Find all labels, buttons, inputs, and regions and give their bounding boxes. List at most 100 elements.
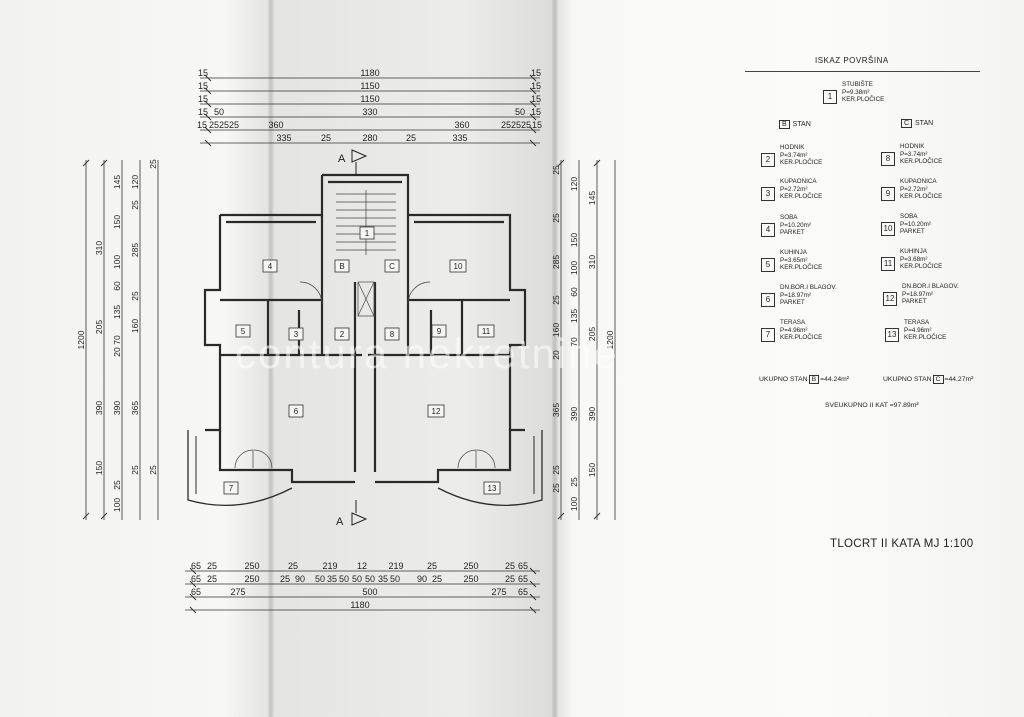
dim-text: 135 [569, 309, 579, 323]
dim-text: 150 [587, 463, 597, 477]
dim-text: 100 [112, 498, 122, 512]
dim-text: 250 [244, 574, 259, 584]
section-marker-bottom: A [336, 516, 344, 528]
room-number: 5 [241, 327, 246, 336]
dim-text: 120 [130, 175, 140, 189]
dim-text: 60 [569, 287, 579, 297]
room-number: 8 [390, 330, 395, 339]
dim-text: 15 [198, 107, 208, 117]
dim-text: 390 [569, 407, 579, 421]
dim-text: 1180 [360, 68, 379, 78]
dim-text: 205 [94, 320, 104, 334]
dim-text: 15 [531, 68, 541, 78]
stan-b-header: B STAN [778, 120, 811, 129]
area-legend: ISKAZ POVRŠINA 1 STUBIŠTE P=9.38m² KER.P… [745, 52, 985, 432]
dim-text: 1180 [350, 600, 369, 610]
dim-text: 100 [569, 497, 579, 511]
dim-text: 330 [362, 107, 377, 117]
dim-text: 25 [148, 159, 158, 169]
dim-text: 90 [295, 574, 305, 584]
dim-text: 20 [551, 350, 561, 360]
legend-number: 1 [823, 90, 837, 104]
dim-text: 25 [551, 213, 561, 223]
dim-text: 50 [315, 574, 325, 584]
room-number: 7 [229, 484, 234, 493]
dim-text: 15 [531, 81, 541, 91]
dim-text: 25 [569, 477, 579, 487]
dim-text: 1200 [605, 330, 615, 349]
dim-text: 160 [130, 319, 140, 333]
room-number: 13 [488, 484, 497, 493]
dim-text: 25 [130, 200, 140, 210]
dim-text: 25 [501, 120, 511, 130]
dim-text: 100 [569, 261, 579, 275]
dim-text: 360 [268, 120, 283, 130]
dim-text: 219 [388, 561, 403, 571]
room-number: 2 [340, 330, 345, 339]
dim-text: 100 [112, 255, 122, 269]
dim-text: 1200 [76, 330, 86, 349]
stan-c-header: C STAN [900, 119, 933, 128]
dim-text: 25 [207, 574, 217, 584]
dim-text: 250 [463, 574, 478, 584]
dim-text: 15 [531, 94, 541, 104]
dim-text: 25 [219, 120, 229, 130]
dim-text: 65 [518, 561, 528, 571]
dim-text: 25 [551, 295, 561, 305]
room-number: 3 [294, 330, 299, 339]
dim-text: 285 [130, 243, 140, 257]
dim-text: 25 [209, 120, 219, 130]
dim-text: 90 [417, 574, 427, 584]
dim-text: 275 [230, 587, 245, 597]
total-all: SVEUKUPNO II KAT =97.89m² [825, 402, 919, 409]
dim-text: 219 [322, 561, 337, 571]
dim-text: 25 [505, 561, 515, 571]
dim-text: 150 [94, 461, 104, 475]
legend-rule [745, 71, 980, 72]
dim-text: 25 [406, 133, 416, 143]
dim-text: 275 [491, 587, 506, 597]
dim-text: 25 [207, 561, 217, 571]
dim-text: 310 [587, 255, 597, 269]
legend-title: ISKAZ POVRŠINA [815, 56, 889, 65]
dim-text: 390 [112, 401, 122, 415]
dim-text: 25 [112, 480, 122, 490]
dim-text: 25 [551, 165, 561, 175]
dim-text: 15 [197, 120, 207, 130]
dim-text: 250 [463, 561, 478, 571]
dim-text: 250 [244, 561, 259, 571]
dim-text: 50 [365, 574, 375, 584]
dim-text: 65 [518, 574, 528, 584]
dim-text: 25 [229, 120, 239, 130]
dim-text: 500 [362, 587, 377, 597]
dim-text: 280 [362, 133, 377, 143]
legend-text: STUBIŠTE P=9.38m² KER.PLOČICE [842, 81, 885, 104]
drawing-title: TLOCRT II KATA MJ 1:100 [830, 538, 974, 550]
dim-text: 25 [427, 561, 437, 571]
dim-text: 365 [551, 403, 561, 417]
dim-text: 25 [551, 465, 561, 475]
room-letter: C [389, 262, 395, 271]
dim-text: 1150 [360, 81, 379, 91]
room-number: 1 [365, 229, 370, 238]
dim-text: 15 [198, 68, 208, 78]
dim-text: 285 [551, 255, 561, 269]
dim-text: 25 [130, 465, 140, 475]
dim-text: 25 [505, 574, 515, 584]
dim-text: 150 [112, 215, 122, 229]
dim-text: 65 [518, 587, 528, 597]
dim-text: 145 [587, 191, 597, 205]
dim-text: 25 [148, 465, 158, 475]
room-number: 4 [268, 262, 273, 271]
dim-text: 65 [191, 574, 201, 584]
dim-text: 25 [280, 574, 290, 584]
watermark: contura nekretnine [235, 330, 619, 377]
dim-text: 50 [390, 574, 400, 584]
dim-text: 335 [276, 133, 291, 143]
dim-text: 15 [531, 107, 541, 117]
paper-fold [268, 0, 274, 717]
dim-text: 25 [288, 561, 298, 571]
